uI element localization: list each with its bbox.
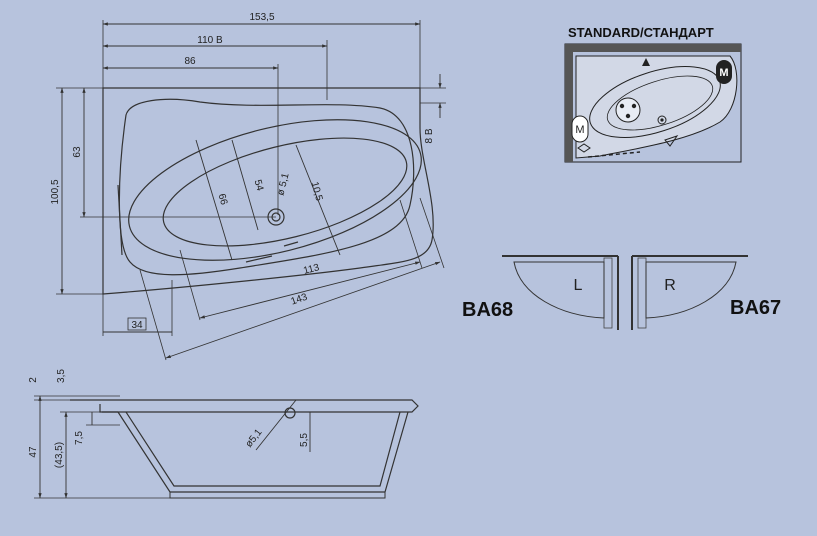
jet-3-icon bbox=[625, 113, 631, 119]
box-34 bbox=[127, 317, 147, 331]
side-view: ø5,1 5,5 47 (43,5) 7,5 2 3,5 bbox=[28, 369, 419, 499]
label-75: 7,5 bbox=[74, 431, 85, 445]
motor-left-label: M bbox=[575, 124, 584, 136]
left-wall-hatch bbox=[603, 257, 613, 329]
wall-top bbox=[565, 44, 741, 52]
bottom-rail-2 bbox=[283, 241, 299, 247]
label-63: 63 bbox=[72, 146, 83, 158]
front-edge-marks bbox=[587, 151, 641, 158]
left-model: BA68 bbox=[462, 299, 513, 321]
standard-bowl-inner bbox=[606, 75, 714, 131]
side-rim bbox=[70, 399, 419, 413]
drain-dot-icon bbox=[660, 118, 664, 122]
label-2: 2 bbox=[28, 377, 39, 383]
label-55: 5,5 bbox=[299, 433, 310, 447]
label-1005: 100,5 bbox=[50, 179, 61, 204]
variants: L BA68 R BA67 bbox=[462, 255, 781, 330]
triangle-top-icon bbox=[642, 58, 650, 66]
label-47: 47 bbox=[28, 446, 39, 458]
label-143: 143 bbox=[290, 292, 310, 308]
dim-line-54 bbox=[231, 139, 259, 231]
right-wall-hatch bbox=[637, 257, 647, 329]
triangle-bottom-icon bbox=[664, 135, 679, 147]
label-8: 8 B bbox=[424, 128, 435, 143]
standard-title: STANDARD/СТАНДАРТ bbox=[568, 25, 714, 40]
dim-line-side-drain bbox=[255, 399, 297, 451]
bathtub-inner-rim bbox=[118, 98, 415, 276]
right-tub-shape bbox=[645, 261, 737, 319]
jet-2-icon bbox=[631, 103, 637, 109]
ext-113-right bbox=[399, 199, 423, 269]
right-model: BA67 bbox=[730, 297, 781, 319]
top-view: 153,5 110 B 86 100,5 63 8 B 66 54 ø 5,1 … bbox=[50, 12, 446, 361]
label-66: 66 bbox=[216, 193, 230, 207]
label-105: 10,5 bbox=[309, 181, 325, 203]
bathtub-bowl-outer bbox=[128, 119, 422, 261]
motor-right bbox=[716, 60, 732, 84]
side-body bbox=[117, 411, 409, 493]
label-side-drain: ø5,1 bbox=[244, 427, 265, 450]
dim-line-66 bbox=[195, 139, 233, 261]
dim-line-105 bbox=[295, 144, 341, 256]
label-435: (43,5) bbox=[54, 442, 65, 468]
wall-left bbox=[565, 44, 573, 162]
label-34: 34 bbox=[131, 320, 143, 331]
standard-view: STANDARD/СТАНДАРТ M M bbox=[564, 25, 742, 163]
dim-line-143 bbox=[165, 261, 441, 359]
ext-143-right bbox=[419, 197, 445, 269]
jet-1-icon bbox=[619, 103, 625, 109]
standard-tub-outer bbox=[575, 55, 738, 159]
label-35: 3,5 bbox=[56, 369, 67, 383]
side-drain bbox=[284, 407, 296, 419]
drain-icon bbox=[657, 115, 667, 125]
left-tub-shape bbox=[513, 261, 605, 319]
jet-cluster bbox=[615, 97, 641, 123]
bathtub-bowl-inner bbox=[162, 137, 408, 247]
bottom-rail-1 bbox=[245, 255, 273, 263]
label-113: 113 bbox=[302, 262, 321, 277]
left-rail bbox=[117, 184, 123, 256]
side-rim-step bbox=[99, 404, 118, 413]
label-54: 54 bbox=[252, 179, 266, 193]
ext-113-left bbox=[179, 249, 201, 321]
label-drain-top: ø 5,1 bbox=[275, 172, 291, 197]
motor-right-label: M bbox=[719, 67, 728, 79]
motor-left bbox=[571, 115, 589, 143]
diamond-icon bbox=[577, 143, 591, 153]
label-86: 86 bbox=[184, 56, 196, 67]
label-153: 153,5 bbox=[249, 12, 274, 23]
label-110: 110 B bbox=[197, 35, 223, 46]
right-letter: R bbox=[664, 277, 676, 294]
left-letter: L bbox=[574, 277, 583, 294]
side-base bbox=[169, 491, 386, 499]
ext-143-left bbox=[139, 269, 167, 361]
side-body-inner bbox=[125, 411, 401, 487]
